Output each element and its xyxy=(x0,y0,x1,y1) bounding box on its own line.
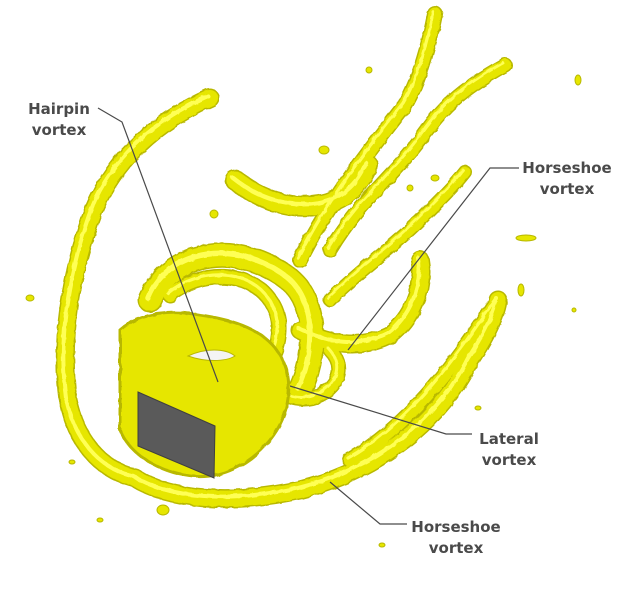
label-horseshoe-vortex-bottom: Horseshoe vortex xyxy=(404,517,508,559)
debris-blob xyxy=(69,460,75,464)
label-horseshoe-bottom-line1: Horseshoe xyxy=(404,517,508,538)
debris-blob xyxy=(379,543,385,547)
leader-horseshoe-bottom xyxy=(330,482,407,524)
debris-blob xyxy=(157,505,169,515)
debris-blob xyxy=(26,295,34,301)
debris-blob xyxy=(518,284,524,296)
debris-blob xyxy=(516,235,536,241)
label-horseshoe-top-line1: Horseshoe xyxy=(515,158,619,179)
debris-blob xyxy=(575,75,581,85)
label-hairpin-vortex: Hairpin vortex xyxy=(8,99,110,141)
label-horseshoe-bottom-line2: vortex xyxy=(404,538,508,559)
label-lateral-line2: vortex xyxy=(468,450,550,471)
label-horseshoe-vortex-top: Horseshoe vortex xyxy=(515,158,619,200)
debris-blob xyxy=(210,210,218,218)
label-lateral-vortex: Lateral vortex xyxy=(468,429,550,471)
debris-blob xyxy=(97,518,103,522)
debris-blob xyxy=(431,175,439,181)
label-hairpin-line1: Hairpin xyxy=(8,99,110,120)
debris-blob xyxy=(475,406,481,410)
debris-blob xyxy=(572,308,576,312)
label-horseshoe-top-line2: vortex xyxy=(515,179,619,200)
label-hairpin-line2: vortex xyxy=(8,120,110,141)
debris-blob xyxy=(366,67,372,73)
debris-blob xyxy=(319,146,329,154)
label-lateral-line1: Lateral xyxy=(468,429,550,450)
debris-blob xyxy=(407,185,413,191)
